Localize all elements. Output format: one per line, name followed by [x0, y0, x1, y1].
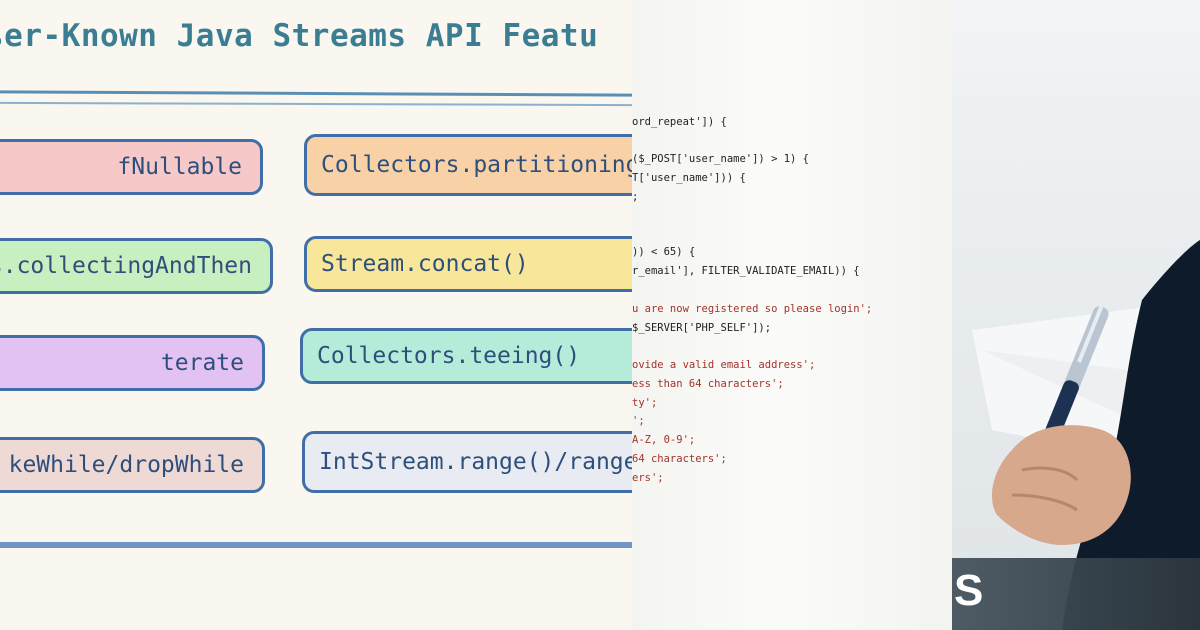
feature-label: s.collectingAndThen	[0, 253, 252, 279]
code-line: ';	[632, 415, 645, 427]
feature-pill-collectors-teeing: Collectors.teeing()	[300, 328, 632, 384]
code-line: )) < 65) {	[632, 246, 696, 258]
code-line: A-Z, 0-9';	[632, 434, 696, 446]
feature-pill-ofnullable: fNullable	[0, 139, 263, 195]
feature-label: Collectors.partitioning	[321, 152, 632, 178]
code-line: $_SERVER['PHP_SELF']);	[632, 322, 772, 334]
feature-label: Collectors.teeing()	[317, 343, 581, 369]
feature-pill-iterate: terate	[0, 335, 265, 391]
code-line: ess than 64 characters';	[632, 378, 784, 390]
code-line: ty';	[632, 397, 658, 409]
title-divider	[0, 90, 632, 97]
code-line: u are now registered so please login';	[632, 303, 873, 315]
feature-pill-intstream-range: IntStream.range()/range	[302, 431, 632, 493]
feature-pill-collectingandthen: s.collectingAndThen	[0, 238, 273, 294]
photo-caption-banner: S	[952, 558, 1200, 630]
title-divider-secondary	[0, 101, 632, 107]
writing-hand-illustration	[972, 240, 1200, 630]
feature-pill-takewhile-dropwhile: keWhile/dropWhile	[0, 437, 265, 493]
writing-hand-photo: S	[952, 0, 1200, 630]
code-line: ord_repeat']) {	[632, 116, 727, 128]
code-line: r_email'], FILTER_VALIDATE_EMAIL)) {	[632, 265, 860, 277]
code-line: T['user_name'])) {	[632, 172, 746, 184]
banner-text: S	[954, 566, 984, 615]
feature-label: keWhile/dropWhile	[8, 452, 244, 478]
feature-label: fNullable	[117, 154, 242, 180]
code-line: ers';	[632, 472, 664, 484]
code-line: ($_POST['user_name']) > 1) {	[632, 153, 810, 165]
php-code-snippet: ord_repeat']) { ($_POST['user_name']) > …	[632, 0, 952, 630]
bottom-divider	[0, 542, 632, 548]
code-line: ovide a valid email address';	[632, 359, 816, 371]
feature-label: IntStream.range()/range	[319, 449, 632, 475]
java-streams-slide: ser-Known Java Streams API Featu fNullab…	[0, 0, 632, 630]
code-line: ;	[632, 191, 639, 203]
feature-label: Stream.concat()	[321, 251, 529, 277]
feature-label: terate	[160, 350, 244, 376]
slide-title: ser-Known Java Streams API Featu	[0, 18, 599, 54]
feature-pill-stream-concat: Stream.concat()	[304, 236, 632, 292]
feature-pill-partitioning: Collectors.partitioning	[304, 134, 632, 196]
code-line: 64 characters';	[632, 453, 727, 465]
